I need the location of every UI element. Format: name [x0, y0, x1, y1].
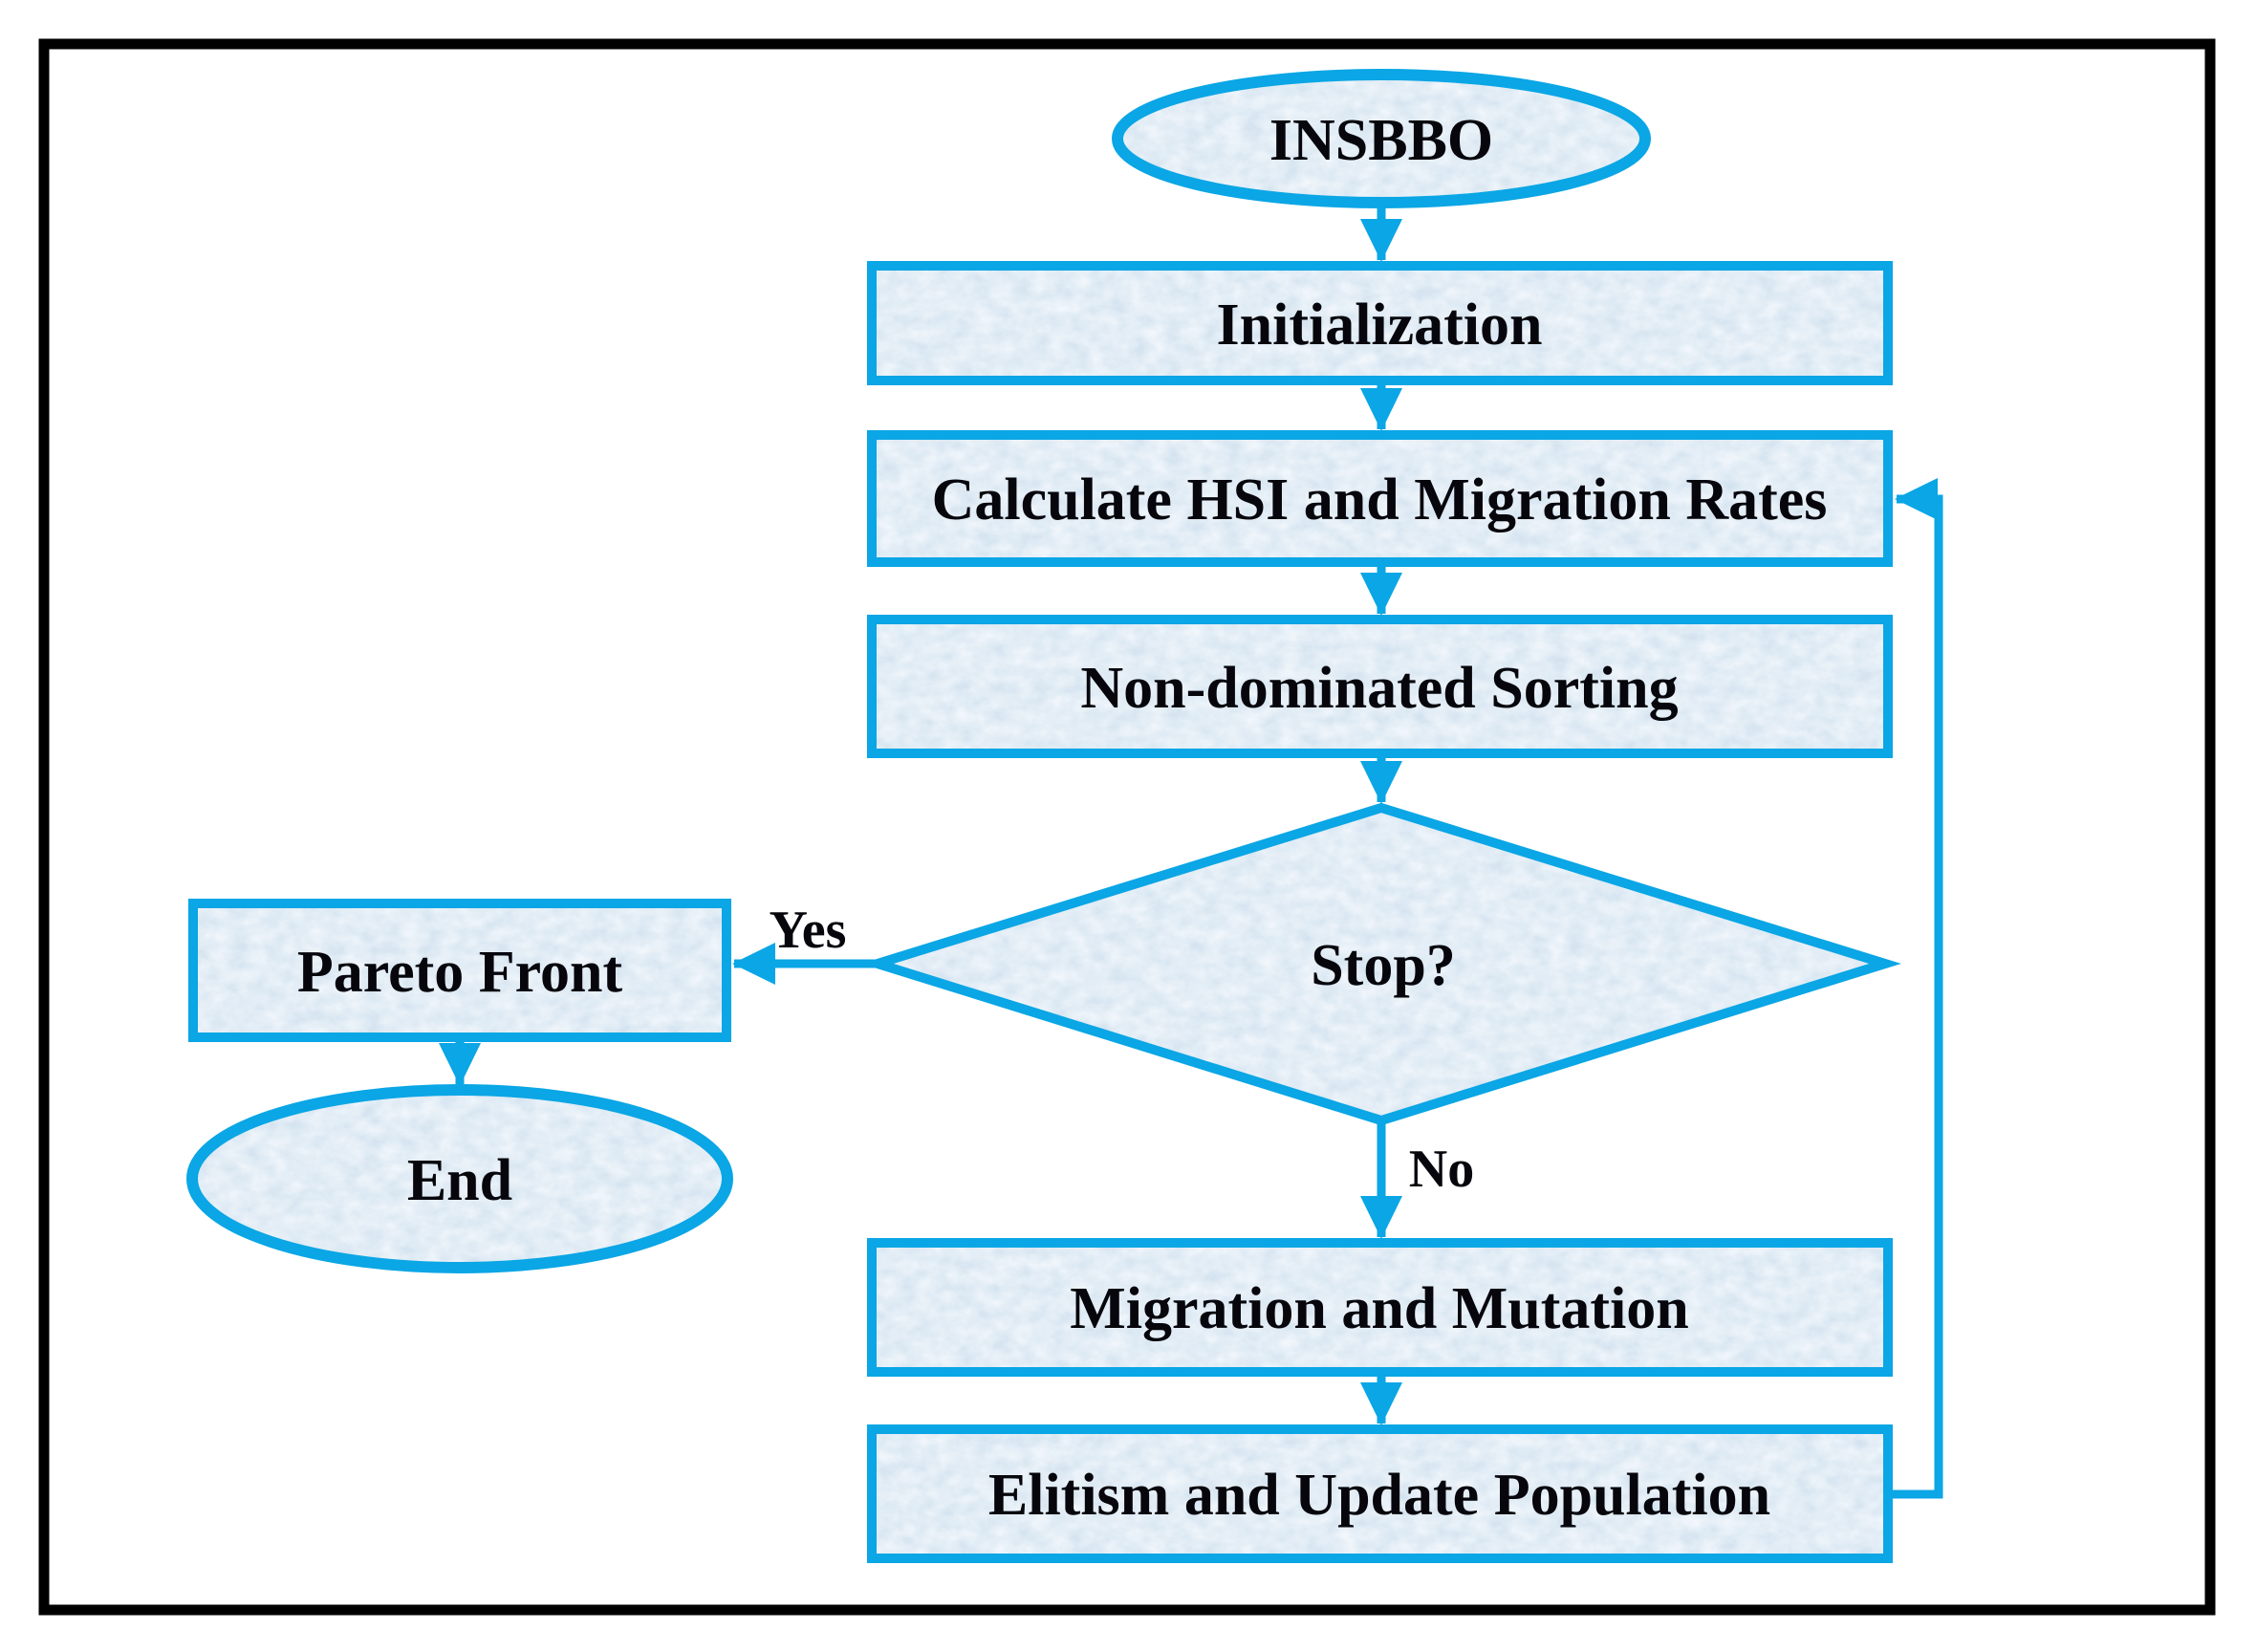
no-edge-label: No — [1409, 1140, 1474, 1199]
start-terminator-border — [1112, 69, 1651, 208]
elitism-box-fill — [872, 1429, 1888, 1558]
sorting-label: Non-dominated Sorting — [1080, 656, 1678, 721]
end-terminator-border — [186, 1084, 733, 1273]
migration-label: Migration and Mutation — [1070, 1276, 1689, 1341]
outer-frame — [38, 38, 2216, 1616]
start-label: INSBBO — [1269, 108, 1493, 173]
node-border-layer — [186, 69, 1901, 1563]
sorting-box-border — [867, 615, 1893, 758]
pareto-box-fill — [193, 903, 727, 1037]
migration-box-border — [867, 1238, 1893, 1377]
start-terminator-fill — [1117, 75, 1645, 203]
end-label: End — [407, 1148, 512, 1213]
edge-elitism-feedback-to-calculate — [1888, 478, 1943, 1499]
edge-layer — [439, 203, 1943, 1499]
calculate-label: Calculate HSI and Migration Rates — [932, 467, 1828, 533]
stop-diamond-border — [861, 802, 1901, 1126]
end-terminator-fill — [192, 1090, 727, 1268]
elitism-box-border — [867, 1424, 1893, 1563]
sorting-box-fill — [872, 620, 1888, 753]
migration-box-fill — [872, 1243, 1888, 1372]
elitism-label: Elitism and Update Population — [988, 1463, 1770, 1528]
pareto-box-border — [188, 899, 731, 1042]
initialization-label: Initialization — [1216, 293, 1542, 358]
initialization-box-fill — [872, 266, 1888, 380]
initialization-box-border — [867, 261, 1893, 385]
calculate-box-fill — [872, 435, 1888, 562]
calculate-box-border — [867, 430, 1893, 567]
yes-edge-label: Yes — [770, 901, 847, 960]
stop-label: Stop? — [1311, 933, 1456, 998]
pareto-label: Pareto Front — [297, 940, 623, 1005]
label-layer: INSBBO Initialization Calculate HSI and … — [297, 108, 1828, 1528]
